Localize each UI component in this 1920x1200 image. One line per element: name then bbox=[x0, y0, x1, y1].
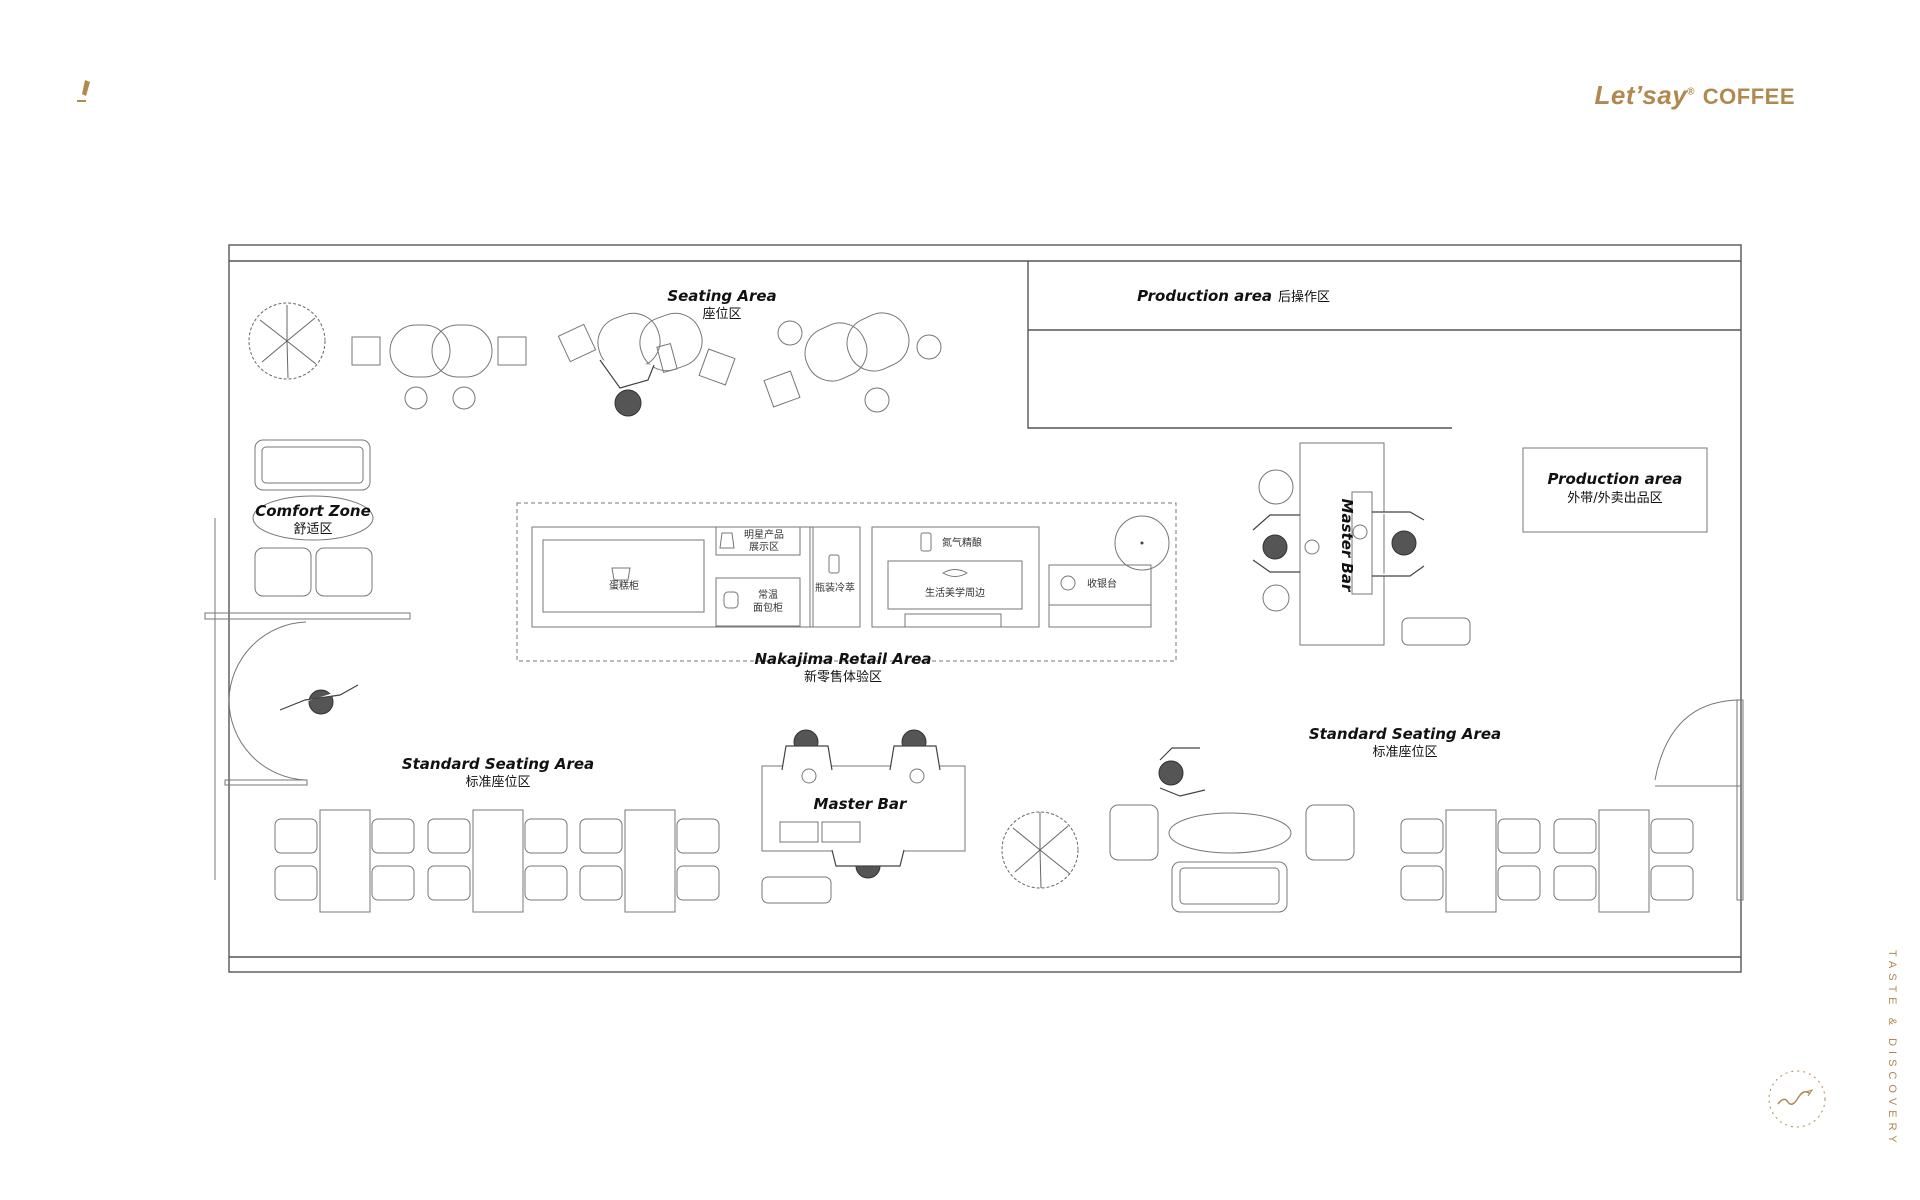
signature-seal-icon bbox=[1768, 1070, 1826, 1128]
master-bar-right bbox=[1252, 442, 1471, 646]
production-room bbox=[1027, 261, 1741, 429]
cake-cabinet-label: 蛋糕柜 bbox=[609, 579, 639, 592]
seating-area-cn-label: 座位区 bbox=[702, 307, 741, 322]
cashier-label: 收银台 bbox=[1087, 577, 1117, 590]
cake-icon bbox=[611, 567, 631, 581]
top-seating-furniture bbox=[351, 312, 942, 417]
retail-area-cn-label: 新零售体验区 bbox=[804, 669, 882, 685]
person-icon bbox=[1158, 747, 1206, 797]
person-icon bbox=[279, 684, 359, 715]
production-area-cn-label: 后操作区 bbox=[1278, 289, 1330, 305]
side-tagline: TASTE & DISCOVERY bbox=[1886, 950, 1898, 1148]
comfort-zone-label: Comfort Zone bbox=[255, 502, 371, 520]
bottle-icon bbox=[828, 554, 840, 574]
bread-cabinet-label: 常温 bbox=[758, 588, 778, 601]
takeaway-production-cn-label: 外带/外卖出品区 bbox=[1567, 491, 1662, 506]
nitro-label: 氮气精酿 bbox=[942, 536, 982, 549]
bread-cabinet-label-2: 面包柜 bbox=[753, 601, 783, 614]
shirt-icon bbox=[719, 532, 735, 549]
retail-area bbox=[516, 502, 1177, 662]
standard-seating-left bbox=[274, 809, 720, 913]
bread-icon bbox=[723, 591, 739, 609]
outer-walls bbox=[204, 244, 1744, 973]
standard-seating-right-label: Standard Seating Area bbox=[1309, 725, 1501, 743]
standard-seating-left-label: Standard Seating Area bbox=[402, 755, 594, 773]
standard-seating-left-cn-label: 标准座位区 bbox=[465, 775, 530, 790]
master-bar-center-label: Master Bar bbox=[814, 795, 908, 813]
lips-icon bbox=[942, 569, 968, 577]
comfort-zone-cn-label: 舒适区 bbox=[293, 522, 332, 537]
master-bar-right-label: Master Bar bbox=[1338, 499, 1356, 593]
comfort-zone-furniture bbox=[252, 439, 374, 597]
seating-area-label: Seating Area bbox=[667, 287, 776, 305]
retail-area-label: Nakajima Retail Area bbox=[754, 650, 931, 668]
takeaway-counter bbox=[1522, 447, 1708, 533]
lifestyle-label: 生活美学周边 bbox=[925, 586, 985, 599]
cold-brew-label: 瓶装冷萃 bbox=[815, 581, 855, 594]
cashier-icon bbox=[1060, 575, 1076, 591]
master-bar-center bbox=[761, 729, 966, 904]
cup-icon bbox=[920, 532, 932, 552]
standard-seating-right bbox=[1400, 809, 1694, 913]
star-product-label: 明星产品 bbox=[744, 528, 784, 541]
brand-mark-icon bbox=[77, 80, 90, 102]
takeaway-production-label: Production area bbox=[1548, 470, 1683, 488]
lounge-furniture bbox=[1109, 804, 1355, 913]
standard-seating-right-cn-label: 标准座位区 bbox=[1372, 745, 1437, 760]
plant-icon bbox=[248, 302, 326, 380]
star-product-label-2: 展示区 bbox=[749, 541, 779, 553]
brand-logo: Let’say® COFFEE bbox=[1594, 80, 1795, 110]
plant-icon bbox=[1001, 811, 1079, 889]
production-area-label: Production area bbox=[1137, 287, 1272, 305]
